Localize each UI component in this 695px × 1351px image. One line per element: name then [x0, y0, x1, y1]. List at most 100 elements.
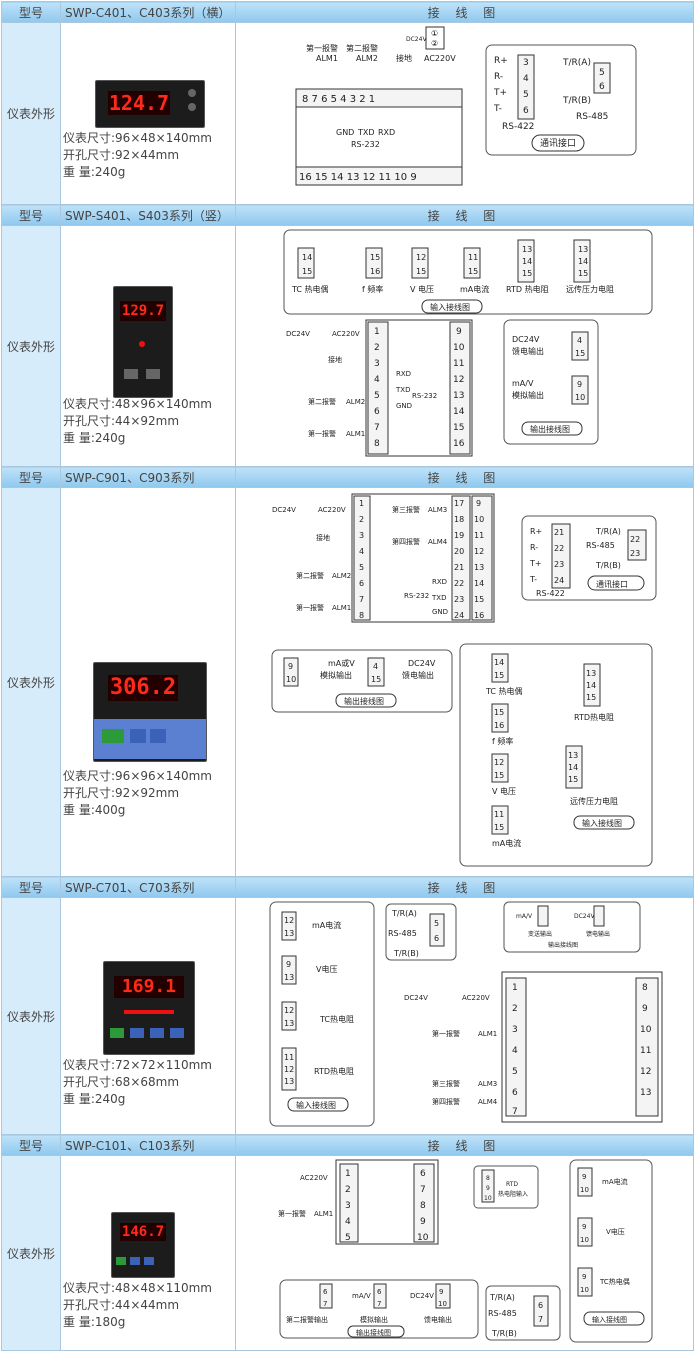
appearance-label: 仪表外形	[1, 225, 61, 467]
svg-text:10: 10	[417, 1233, 429, 1243]
svg-text:RTD热电阻: RTD热电阻	[314, 1066, 354, 1076]
svg-text:17: 17	[454, 499, 464, 508]
model-label: 型号	[1, 1134, 61, 1156]
svg-text:14: 14	[578, 257, 588, 266]
svg-text:馈电输出: 馈电输出	[402, 670, 434, 680]
svg-text:RS-232: RS-232	[351, 140, 380, 149]
svg-text:第二报警输出: 第二报警输出	[286, 1315, 328, 1324]
spec-cutout: 开孔尺寸:92×92mm	[63, 785, 180, 800]
svg-text:9: 9	[582, 1273, 586, 1281]
model-name: SWP-C901、C903系列	[60, 466, 236, 488]
svg-text:T-: T-	[529, 575, 537, 584]
svg-text:mA/V: mA/V	[516, 913, 533, 920]
svg-text:ALM2: ALM2	[356, 54, 378, 63]
svg-text:15: 15	[453, 423, 464, 433]
svg-text:RS-485: RS-485	[488, 1309, 517, 1318]
model-label: 型号	[1, 1, 61, 23]
svg-text:馈电输出: 馈电输出	[424, 1315, 452, 1324]
svg-text:DC24V: DC24V	[286, 330, 310, 338]
svg-text:16: 16	[474, 611, 484, 620]
svg-text:远传压力电阻: 远传压力电阻	[570, 796, 618, 806]
svg-text:6: 6	[359, 579, 364, 588]
svg-text:①: ①	[431, 29, 438, 38]
spec-weight: 重 量:240g	[63, 430, 126, 445]
svg-text:9: 9	[456, 327, 462, 337]
svg-text:15: 15	[494, 671, 504, 680]
svg-text:24: 24	[554, 576, 564, 585]
svg-text:热电阻输入: 热电阻输入	[498, 1190, 528, 1198]
svg-text:RTD: RTD	[506, 1181, 518, 1188]
svg-text:接地: 接地	[316, 533, 330, 542]
svg-text:6: 6	[377, 1288, 382, 1296]
svg-text:第三报警: 第三报警	[432, 1079, 460, 1088]
model-name: SWP-C101、C103系列	[60, 1134, 236, 1156]
led-display: 129.7	[120, 300, 166, 321]
appearance-label: 仪表外形	[1, 487, 61, 877]
svg-text:13: 13	[640, 1088, 651, 1098]
svg-text:GND: GND	[396, 402, 412, 410]
appearance-label: 仪表外形	[1, 897, 61, 1135]
svg-text:5: 5	[523, 90, 529, 100]
svg-text:7: 7	[374, 423, 380, 433]
svg-text:9: 9	[582, 1223, 586, 1231]
svg-text:V 电压: V 电压	[492, 786, 516, 796]
product-cell: 169.1 仪表尺寸:72×72×110mm 开孔尺寸:68×68mm 重 量:…	[60, 897, 236, 1135]
svg-text:4: 4	[512, 1046, 518, 1056]
svg-text:13: 13	[586, 669, 596, 678]
svg-text:5: 5	[434, 919, 439, 928]
svg-text:6: 6	[420, 1169, 426, 1179]
svg-text:TXD: TXD	[357, 128, 375, 137]
svg-text:TC热电偶: TC热电偶	[599, 1277, 630, 1286]
svg-text:T/R(B): T/R(B)	[595, 561, 621, 570]
svg-text:5: 5	[599, 68, 605, 78]
svg-text:4: 4	[523, 74, 529, 84]
svg-text:9: 9	[476, 499, 481, 508]
svg-text:输出接线图: 输出接线图	[344, 696, 384, 706]
svg-text:15: 15	[468, 267, 478, 276]
svg-text:DC24V: DC24V	[512, 335, 540, 344]
model-name: SWP-C701、C703系列	[60, 876, 236, 898]
wiring-label: 接 线 图	[235, 466, 694, 488]
svg-text:R-: R-	[494, 72, 503, 82]
svg-text:DC24V: DC24V	[410, 1292, 434, 1300]
svg-text:16: 16	[370, 267, 380, 276]
svg-text:10: 10	[438, 1300, 447, 1308]
model-label: 型号	[1, 876, 61, 898]
model-label: 型号	[1, 204, 61, 226]
svg-text:6: 6	[374, 407, 380, 417]
header-row: 型号 SWP-C401、C403系列（横） 接 线 图	[1, 1, 694, 23]
svg-text:模拟输出: 模拟输出	[320, 670, 352, 680]
svg-text:13: 13	[284, 973, 294, 982]
svg-text:输入接线图: 输入接线图	[582, 818, 622, 828]
svg-text:2: 2	[359, 515, 364, 524]
svg-text:11: 11	[453, 359, 464, 369]
svg-text:第一报警: 第一报警	[432, 1029, 460, 1038]
svg-text:1: 1	[359, 499, 364, 508]
svg-text:R+: R+	[494, 56, 508, 66]
svg-text:V电压: V电压	[606, 1227, 625, 1236]
svg-text:15: 15	[494, 771, 504, 780]
svg-text:16: 16	[453, 439, 465, 449]
svg-text:10: 10	[580, 1186, 589, 1194]
svg-text:RXD: RXD	[396, 370, 411, 378]
svg-text:15: 15	[578, 269, 588, 278]
svg-text:8: 8	[359, 611, 364, 620]
svg-text:馈电输出: 馈电输出	[512, 346, 544, 356]
spec-cutout: 开孔尺寸:44×92mm	[63, 413, 180, 428]
svg-text:21: 21	[554, 528, 564, 537]
svg-text:AC220V: AC220V	[318, 506, 346, 514]
svg-text:9: 9	[582, 1173, 586, 1181]
model-name: SWP-C401、C403系列（横）	[60, 1, 236, 23]
svg-text:8: 8	[420, 1201, 426, 1211]
svg-text:第三报警: 第三报警	[392, 505, 420, 514]
svg-text:mA/V: mA/V	[352, 1292, 371, 1300]
svg-text:1: 1	[512, 983, 518, 993]
wiring-label: 接 线 图	[235, 876, 694, 898]
svg-text:mA电流: mA电流	[460, 284, 489, 294]
svg-text:9: 9	[439, 1288, 443, 1296]
product-row: 仪表外形 124.7 仪表尺寸:96×48×140mm 开孔尺寸:92×44mm…	[1, 22, 694, 205]
svg-text:ALM1: ALM1	[316, 54, 338, 63]
